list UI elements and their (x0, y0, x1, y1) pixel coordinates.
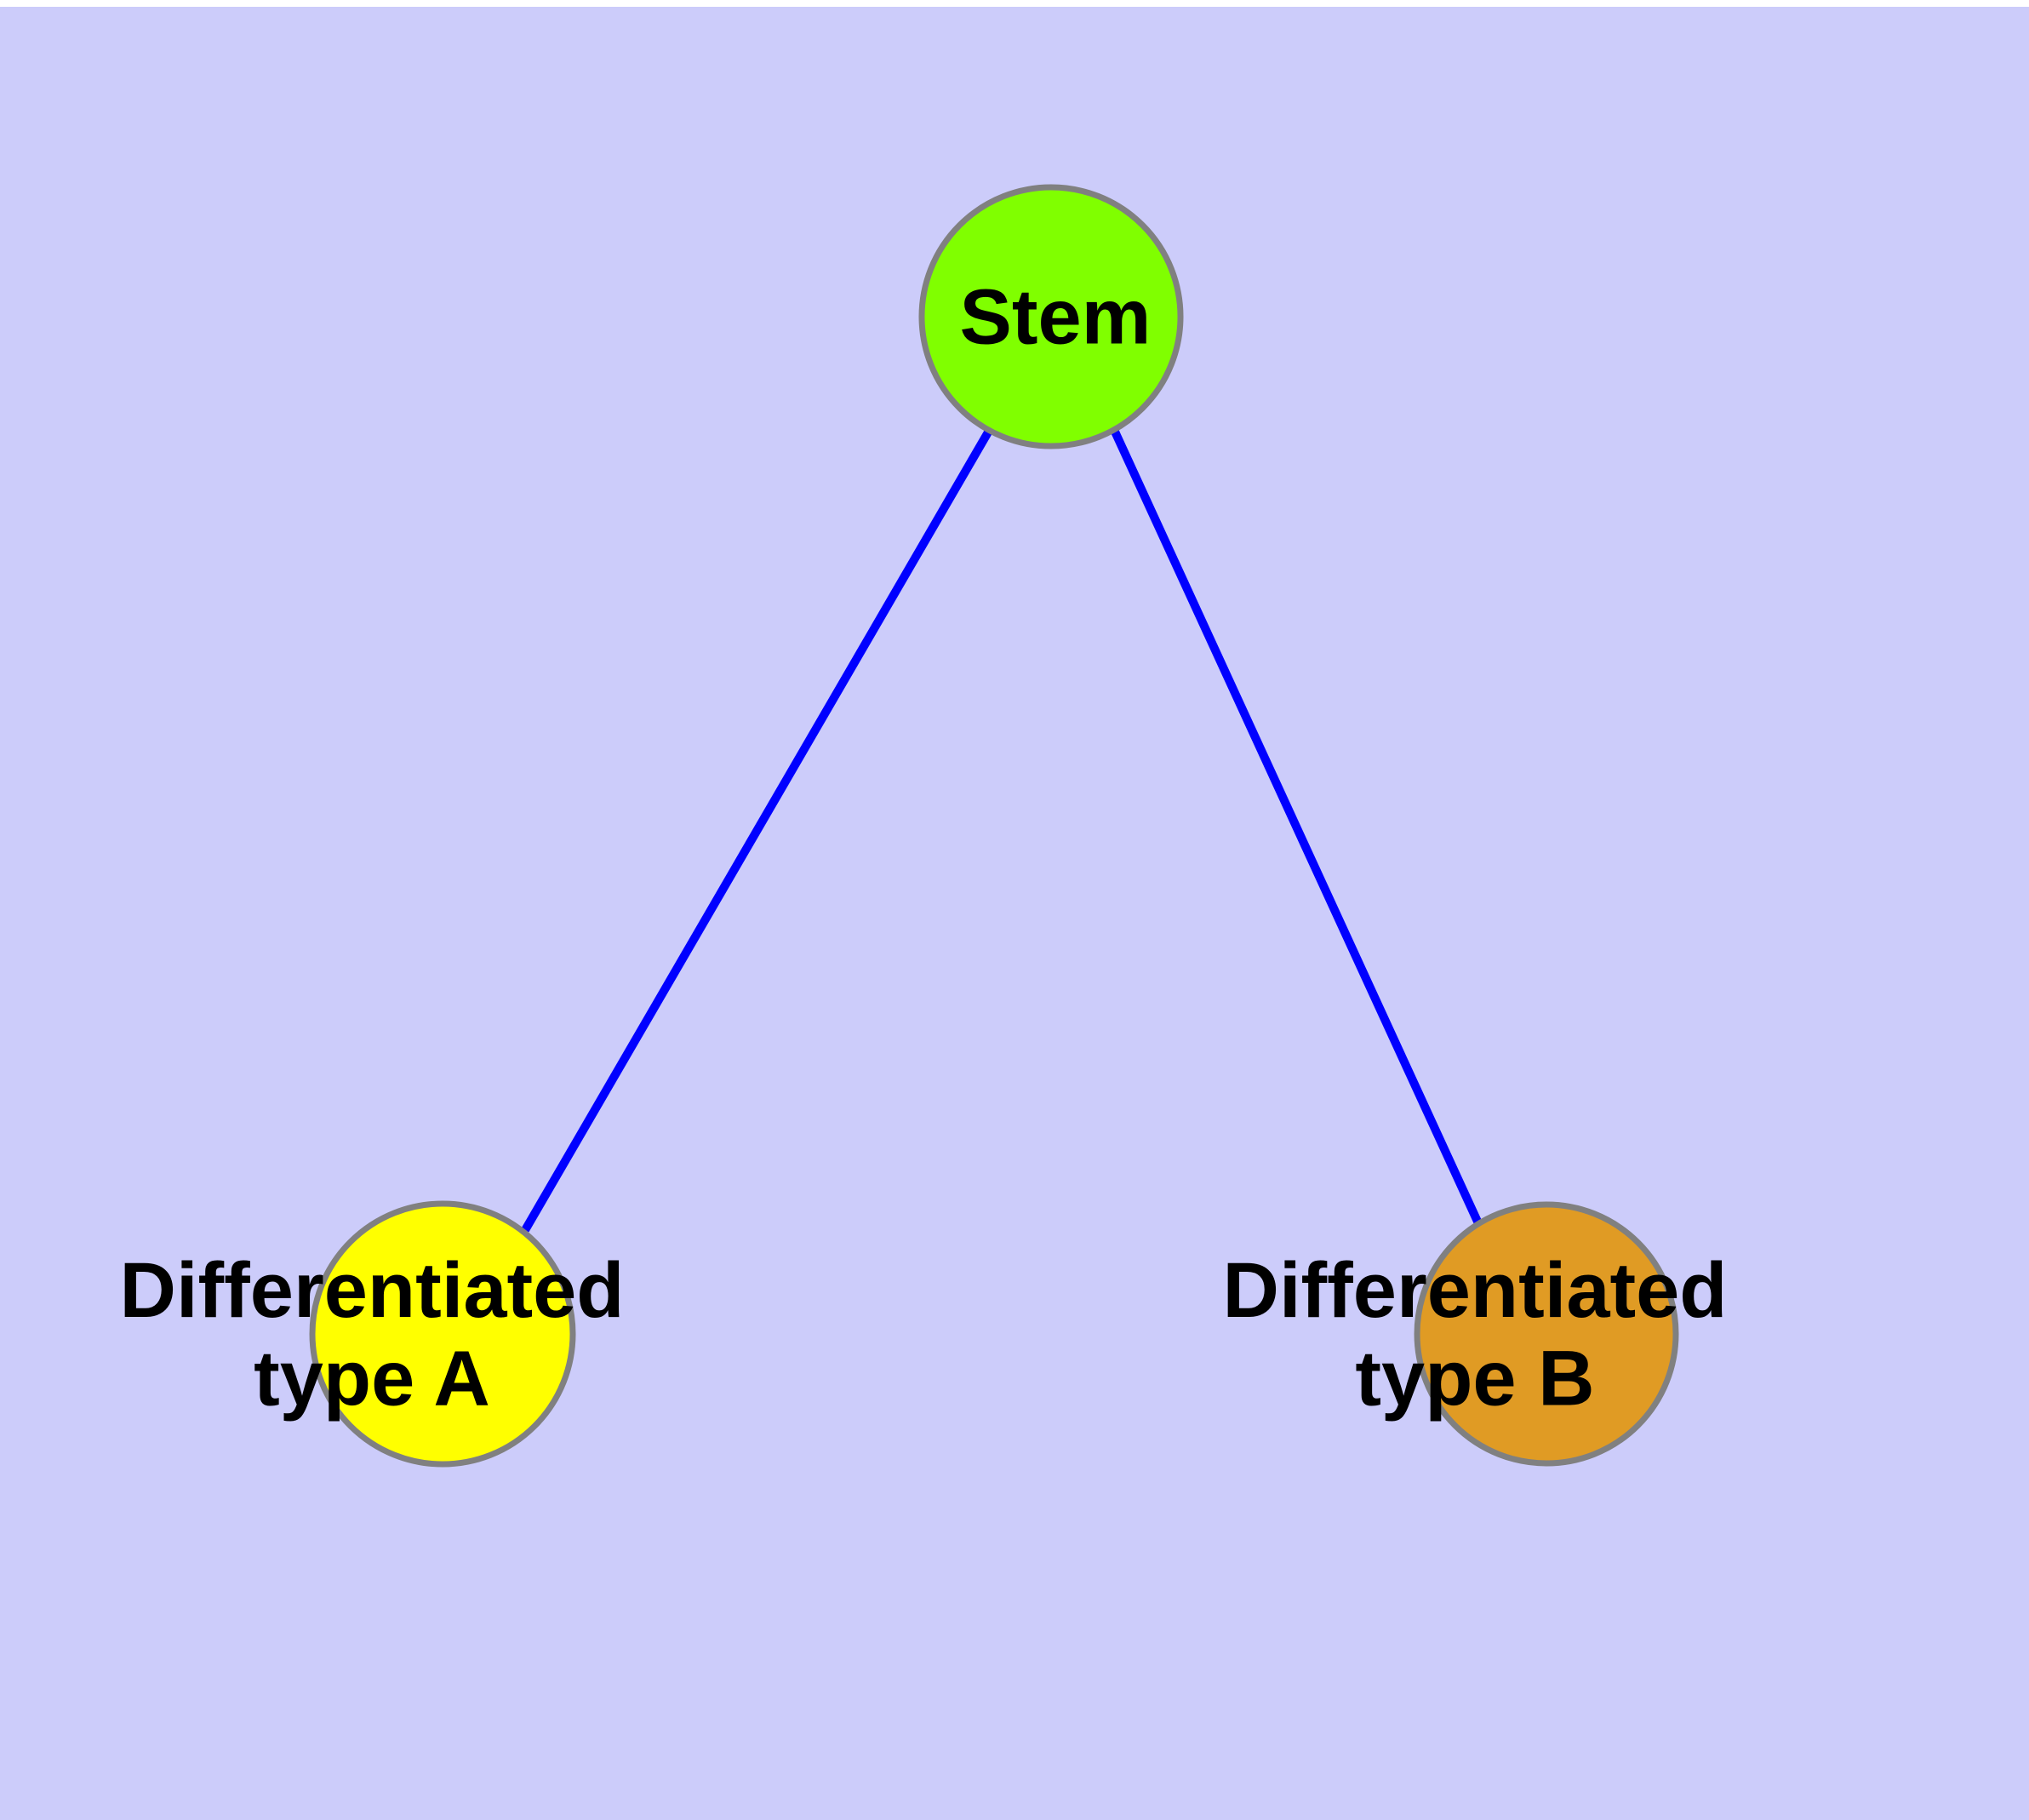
node-layer (309, 184, 1679, 1468)
graph-node-label-stem: Stem (960, 274, 1152, 361)
graph-node-stem[interactable] (918, 184, 1184, 449)
label-line: type B (1355, 1335, 1594, 1422)
graph-edge[interactable] (1111, 429, 1483, 1226)
label-line: Stem (960, 274, 1152, 361)
edge-layer (521, 428, 1483, 1233)
label-line: Differentiated (120, 1247, 625, 1334)
label-line: Differentiated (1223, 1247, 1728, 1334)
graph-node-diff_a[interactable] (309, 1200, 576, 1468)
graph-node-diff_b[interactable] (1414, 1201, 1679, 1467)
label-line: type A (254, 1335, 490, 1422)
graph-edge[interactable] (521, 428, 993, 1233)
